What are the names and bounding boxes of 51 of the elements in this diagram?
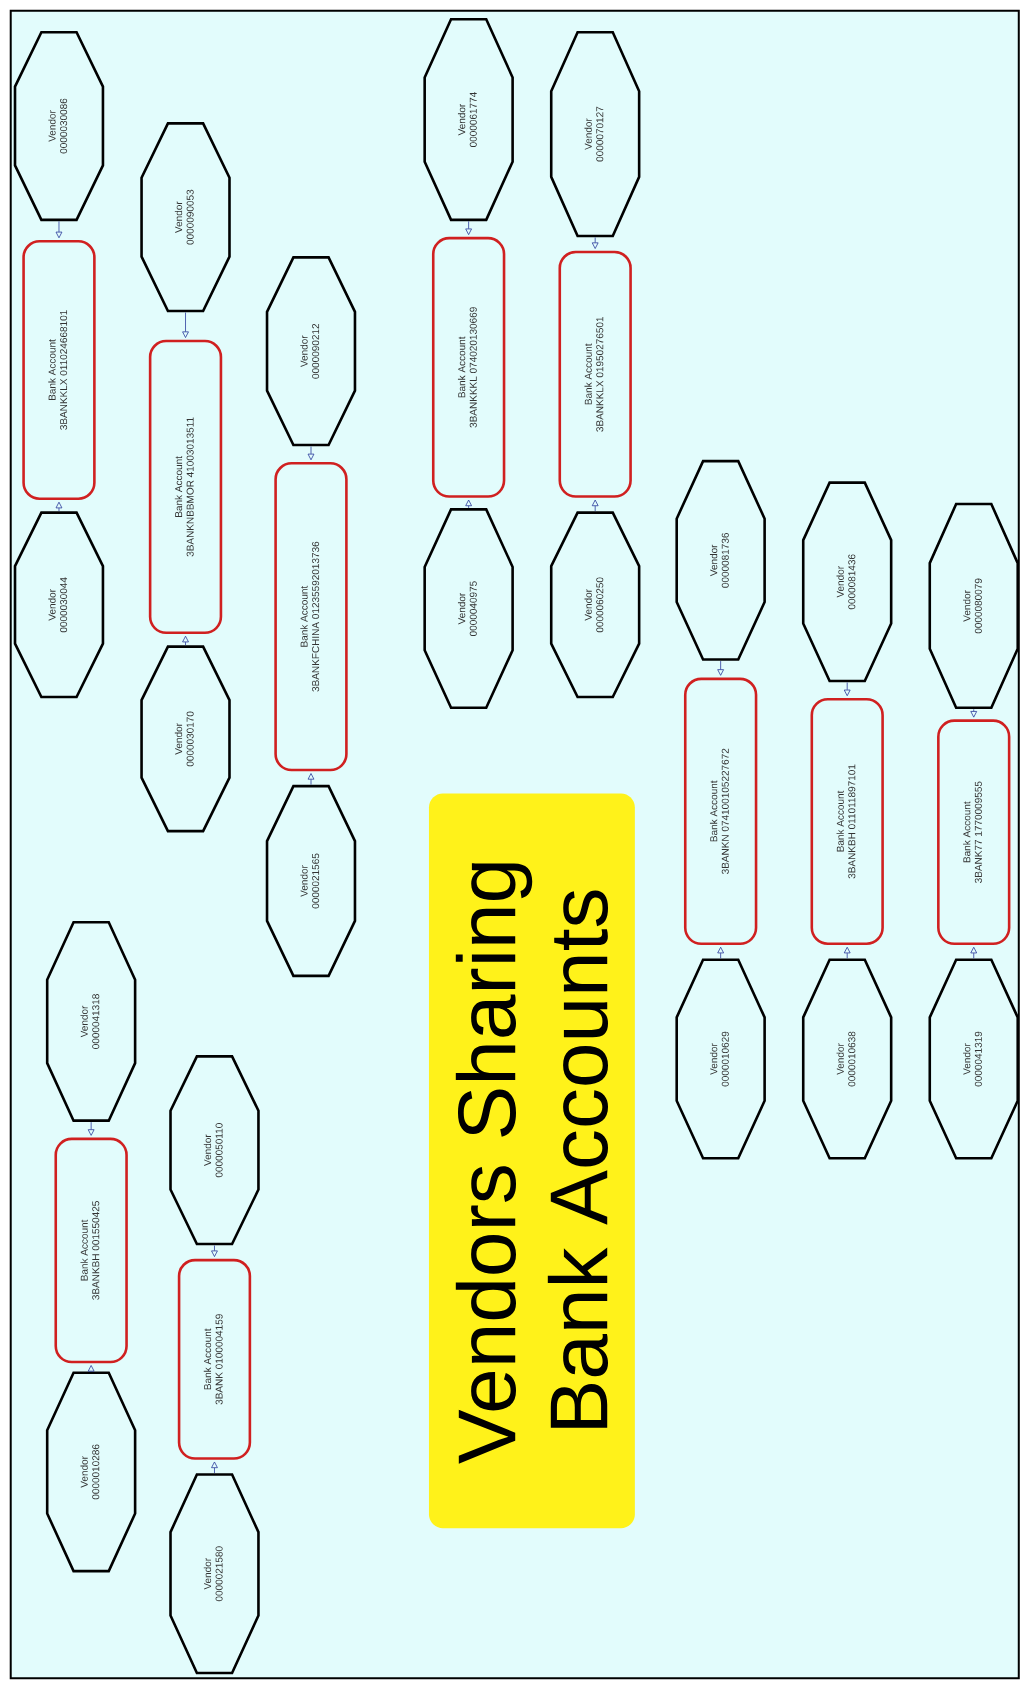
vendor-octagon: Vendor 0000050110 [169, 1055, 260, 1246]
bank-account-box: Bank Account 3BANKBH 001550425 [54, 1137, 128, 1364]
arrow [55, 220, 63, 239]
vendor-octagon: Vendor 0000070127 [549, 30, 641, 238]
vendor-octagon: Vendor 0000041318 [45, 921, 137, 1122]
bank-account-box: Bank Account 3BANKKKL 074020130669 [431, 236, 506, 498]
vendor-octagon: Vendor 0000040975 [423, 508, 514, 710]
arrow [211, 1245, 218, 1257]
vendor-octagon: Vendor 0000030170 [140, 645, 231, 833]
vendor-octagon: Vendor 0000041319 [928, 958, 1019, 1160]
vendor-octagon: Vendor 0000021565 [265, 784, 357, 978]
arrow [591, 499, 599, 512]
vendor-octagon: Vendor 0000010629 [675, 958, 766, 1160]
vendor-octagon: Vendor 0000010638 [801, 958, 893, 1160]
arrow [182, 312, 189, 338]
arrow [307, 446, 315, 461]
arrow [717, 946, 724, 959]
vendor-octagon: Vendor 0000010286 [45, 1371, 137, 1573]
vendor-octagon: Vendor 0000030086 [13, 30, 105, 222]
arrow [591, 237, 599, 249]
arrow [465, 499, 472, 509]
bank-account-box: Bank Account 3BANKBH 011011897101 [810, 697, 884, 945]
vendor-octagon: Vendor 0000060250 [549, 511, 641, 699]
arrow [970, 708, 978, 718]
arrow [87, 1365, 95, 1372]
arrow [211, 1461, 218, 1474]
bank-account-box: Bank Account 3BANKKLX 011024668101 [22, 240, 96, 500]
title-box: Vendors Sharing Bank Accounts [428, 793, 635, 1529]
arrow [717, 660, 724, 676]
bank-account-box: Bank Account 3BANKN 074100105227672 [683, 677, 758, 946]
arrow [182, 635, 189, 646]
bank-account-box: Bank Account 3BANKKLX 01950276501 [558, 250, 632, 498]
vendor-octagon: Vendor 0000030044 [13, 511, 105, 699]
vendor-octagon: Vendor 0000081736 [675, 459, 766, 661]
bank-account-box: Bank Account 3BANK 0100004159 [177, 1258, 252, 1460]
vendor-octagon: Vendor 0000081436 [801, 481, 893, 683]
bank-account-box: Bank Account 3BANKNBBMOR 41003013511 [148, 339, 223, 635]
bank-account-box: Bank Account 3BANK77 1770009555 [937, 719, 1011, 946]
arrow [843, 946, 851, 959]
arrow [970, 946, 978, 959]
arrow [307, 773, 315, 785]
arrow [465, 220, 472, 235]
vendor-octagon: Vendor 0000090053 [140, 122, 231, 313]
bank-account-box: Bank Account 3BANKFCHINA 01235592013736 [274, 462, 348, 772]
vendor-octagon: Vendor 0000080079 [928, 502, 1019, 710]
arrow [87, 1121, 95, 1136]
vendor-octagon: Vendor 0000061774 [423, 18, 514, 222]
vendor-octagon: Vendor 0000090212 [265, 256, 357, 447]
vendor-octagon: Vendor 0000021580 [169, 1473, 260, 1675]
arrow [55, 501, 63, 512]
arrow [843, 682, 851, 697]
